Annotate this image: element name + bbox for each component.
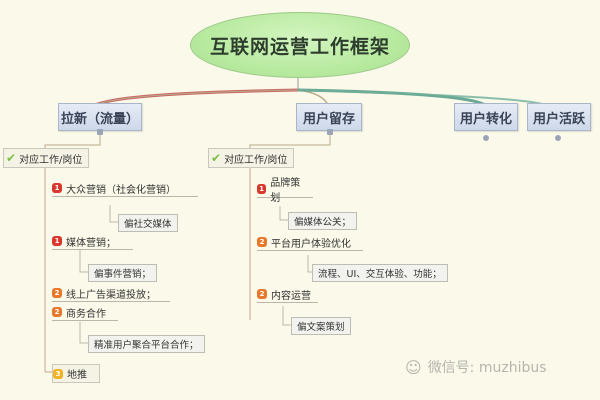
note-label: 流程、UI、交互体验、功能；: [318, 269, 442, 280]
priority-2-icon: 2: [257, 289, 267, 299]
priority-2-icon: 2: [257, 237, 267, 247]
note-item[interactable]: 偏文案策划: [291, 317, 351, 335]
note-label: 偏文案策划: [297, 322, 345, 333]
branch-label: 拉新（流量）: [60, 111, 139, 127]
topic-item[interactable]: 2 平台用户体验优化: [257, 234, 363, 251]
topic-label: 地推: [67, 370, 87, 381]
topic-item[interactable]: 1 大众营销（社会化营销）: [52, 180, 198, 197]
priority-1-icon: 1: [52, 183, 62, 193]
topic-item[interactable]: 2 商务合作: [52, 304, 118, 321]
expand-toggle[interactable]: [555, 135, 561, 141]
branch-label: 用户活跃: [532, 111, 585, 127]
priority-3-icon: 3: [53, 368, 63, 379]
topic-item[interactable]: 1 品牌策划: [257, 178, 313, 204]
note-label: 偏事件营销；: [94, 269, 152, 280]
branch-acquisition[interactable]: 拉新（流量）: [58, 103, 142, 131]
note-label: 偏媒体公关；: [294, 217, 352, 228]
role-node-retention[interactable]: ✔ 对应工作/岗位: [208, 148, 295, 168]
branch-retention[interactable]: 用户留存: [296, 103, 362, 131]
collapse-toggle[interactable]: [327, 129, 333, 135]
priority-1-icon: 1: [257, 184, 267, 194]
watermark-label: 微信号: muzhibus: [427, 360, 547, 376]
topic-item[interactable]: 2 线上广告渠道投放；: [52, 285, 170, 302]
priority-2-icon: 2: [52, 288, 62, 298]
checkmark-icon: ✔: [6, 151, 17, 165]
role-node-acquisition[interactable]: ✔ 对应工作/岗位: [3, 148, 90, 168]
watermark: ☺ 微信号: muzhibus: [405, 357, 547, 377]
priority-2-icon: 2: [52, 307, 62, 317]
note-label: 精准用户聚合平台合作；: [94, 340, 199, 351]
priority-1-icon: 1: [52, 236, 62, 246]
role-label: 对应工作/岗位: [19, 154, 83, 166]
root-node[interactable]: 互联网运营工作框架: [190, 12, 410, 78]
topic-label: 线上广告渠道投放；: [66, 289, 156, 301]
topic-label: 大众营销（社会化营销）: [66, 184, 176, 196]
branch-label: 用户转化: [459, 111, 512, 127]
topic-item[interactable]: 1 媒体营销；: [52, 233, 133, 250]
topic-label: 内容运营: [271, 290, 311, 302]
collapse-toggle[interactable]: [97, 129, 103, 135]
root-label: 互联网运营工作框架: [209, 35, 390, 58]
note-label: 偏社交媒体: [124, 219, 172, 230]
branch-conversion[interactable]: 用户转化: [454, 103, 518, 131]
topic-label: 媒体营销；: [66, 237, 116, 249]
note-item[interactable]: 流程、UI、交互体验、功能；: [312, 264, 448, 282]
wechat-icon: ☺: [405, 357, 422, 377]
branch-label: 用户留存: [302, 111, 355, 127]
note-item[interactable]: 偏事件营销；: [88, 264, 158, 282]
topic-item[interactable]: 3 地推: [52, 364, 100, 383]
checkmark-icon: ✔: [211, 151, 222, 165]
expand-toggle[interactable]: [483, 135, 489, 141]
topic-item[interactable]: 2 内容运营: [257, 286, 318, 303]
note-item[interactable]: 偏社交媒体: [118, 214, 178, 232]
note-item[interactable]: 偏媒体公关；: [288, 212, 358, 230]
topic-label: 品牌策划: [270, 178, 301, 204]
topic-label: 商务合作: [66, 308, 106, 320]
note-item[interactable]: 精准用户聚合平台合作；: [88, 335, 205, 353]
role-label: 对应工作/岗位: [224, 154, 288, 166]
branch-activation[interactable]: 用户活跃: [527, 103, 591, 131]
topic-label: 平台用户体验优化: [271, 238, 351, 250]
